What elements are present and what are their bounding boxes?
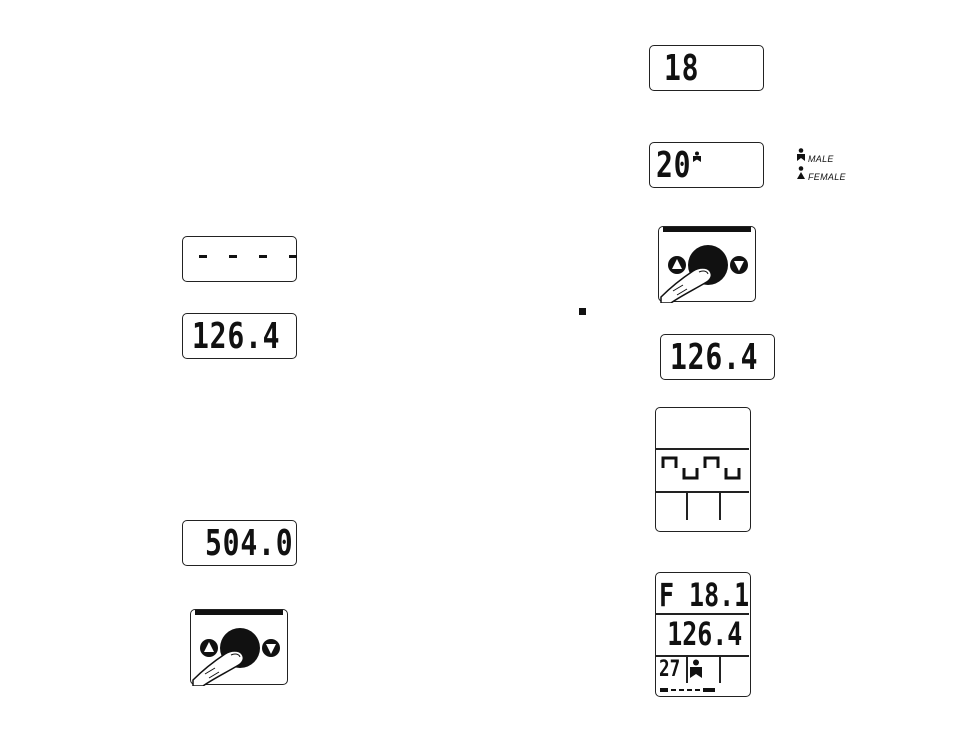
result-divider-3 <box>686 657 688 683</box>
result-divider-4 <box>719 657 721 683</box>
divider-vertical-2 <box>719 492 721 520</box>
lcd-display-age-sex: 20 <box>649 142 764 188</box>
lcd-display-processing <box>655 407 751 532</box>
lcd-display-age: 18 <box>649 45 764 91</box>
female-icon <box>796 166 806 180</box>
lcd-display-code: 504.0 <box>182 520 297 566</box>
age-readout: 18 <box>664 51 699 87</box>
lcd-display-result: F 18.1 126.4 27 <box>655 572 751 697</box>
button-panel-right <box>658 226 756 302</box>
dash-1 <box>199 255 207 258</box>
body-fat-bar <box>660 687 720 693</box>
finger-press-icon[interactable] <box>659 227 757 303</box>
result-weight-readout: 126.4 <box>667 618 742 650</box>
divider-bottom <box>656 491 749 493</box>
result-fat-readout: F 18.1 <box>659 579 749 611</box>
dash-4 <box>289 255 297 258</box>
male-icon <box>692 151 702 163</box>
dash-2 <box>229 255 237 258</box>
male-icon <box>796 148 806 162</box>
lcd-display-dashes <box>182 236 297 282</box>
lcd-display-weight-left: 126.4 <box>182 313 297 359</box>
button-panel-left <box>190 609 288 685</box>
finger-press-icon[interactable] <box>191 610 289 686</box>
weight-readout-right: 126.4 <box>670 340 758 376</box>
lcd-display-weight-right: 126.4 <box>660 334 775 380</box>
legend-male-label: MALE <box>808 154 834 164</box>
weight-readout-left: 126.4 <box>192 319 280 355</box>
age-sex-readout: 20 <box>656 148 691 184</box>
bullet-square-icon <box>579 308 586 315</box>
code-readout: 504.0 <box>205 526 293 562</box>
divider-top <box>656 448 749 450</box>
legend-female-label: FEMALE <box>808 172 846 182</box>
divider-vertical-1 <box>686 492 688 520</box>
dash-segments <box>199 255 297 258</box>
dash-3 <box>259 255 267 258</box>
male-icon <box>689 659 703 679</box>
processing-segments <box>660 454 750 484</box>
result-age-readout: 27 <box>659 659 680 681</box>
